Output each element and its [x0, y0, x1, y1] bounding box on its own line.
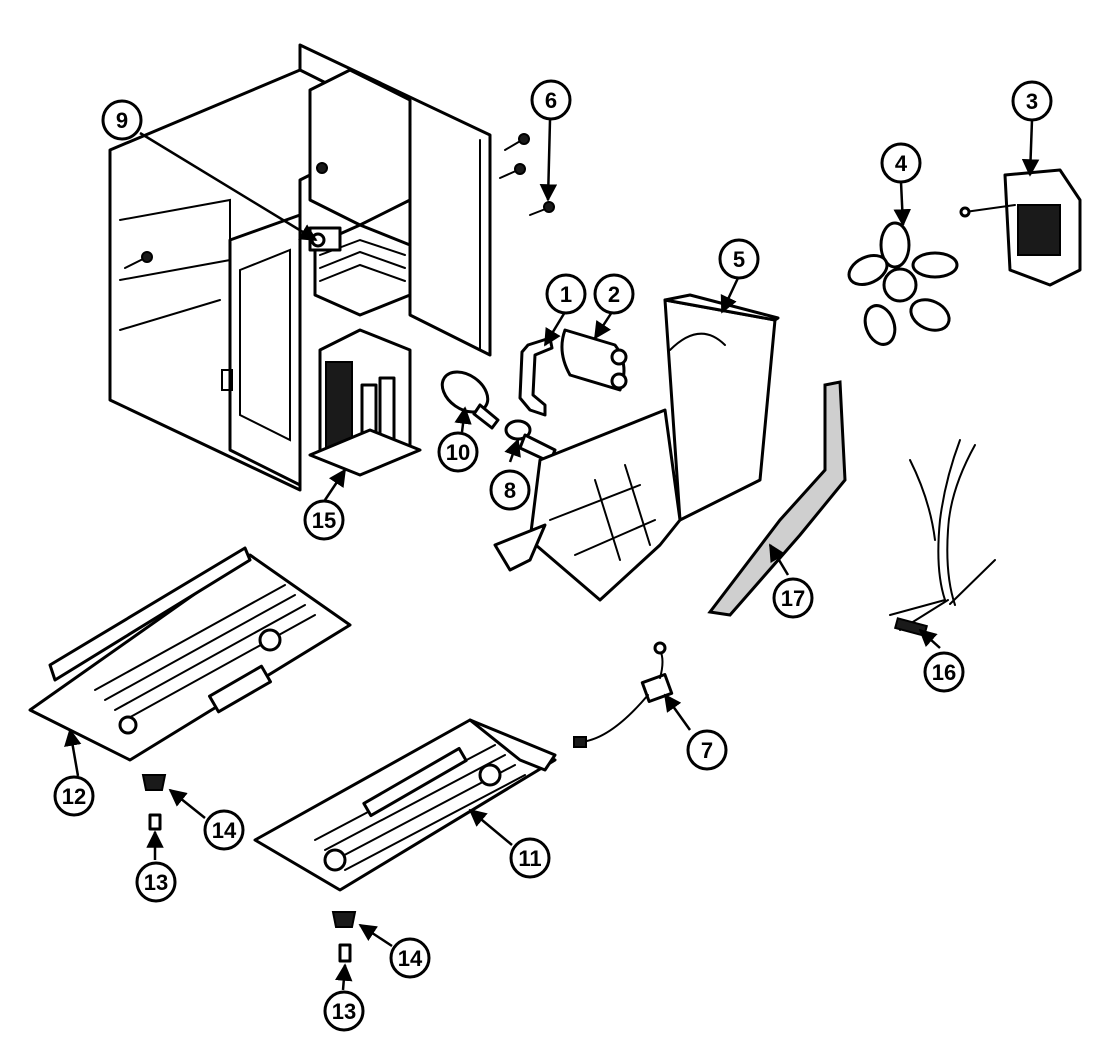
- callout-16: 16: [923, 651, 965, 693]
- callout-17-label: 17: [781, 586, 805, 611]
- callout-13-left: 13: [135, 861, 177, 903]
- callout-15-label: 15: [312, 508, 336, 533]
- callout-14-right: 14: [389, 937, 431, 979]
- callout-5-label: 5: [733, 247, 745, 272]
- callout-13-right: 13: [323, 990, 365, 1032]
- screws: [124, 133, 555, 269]
- base-plate-left: [28, 546, 352, 762]
- leader-lines: [64, 119, 1040, 991]
- callout-13-left-label: 13: [144, 870, 168, 895]
- magnetron: [308, 223, 412, 317]
- cabinet-chassis: [108, 43, 492, 492]
- callout-11-label: 11: [518, 846, 541, 871]
- air-guide-duct: [493, 293, 780, 602]
- callout-3-label: 3: [1026, 89, 1038, 114]
- callout-6-label: 6: [545, 88, 557, 113]
- callout-4-label: 4: [895, 151, 908, 176]
- thermal-cutout: [573, 641, 674, 748]
- callout-6: 6: [530, 79, 572, 121]
- callout-14-right-label: 14: [398, 946, 423, 971]
- callout-11: 11: [509, 837, 551, 879]
- base-plate-right: [253, 718, 557, 892]
- callout-4: 4: [880, 142, 922, 184]
- callout-13-right-label: 13: [332, 999, 356, 1024]
- fan-blade: [847, 221, 959, 346]
- callout-15: 15: [303, 499, 345, 541]
- callout-8: 8: [489, 469, 531, 511]
- callout-14-left-label: 14: [212, 818, 237, 843]
- callout-7-label: 7: [701, 738, 713, 763]
- callout-5: 5: [718, 238, 760, 280]
- fan-motor: [959, 168, 1082, 287]
- callout-10-label: 10: [446, 440, 470, 465]
- callout-2: 2: [593, 273, 635, 315]
- callout-3: 3: [1011, 80, 1053, 122]
- callout-9: 9: [101, 99, 143, 141]
- callout-17: 17: [772, 577, 814, 619]
- callout-14-left: 14: [203, 809, 245, 851]
- callout-8-label: 8: [504, 478, 516, 503]
- wire-harness: [889, 439, 996, 637]
- capacitor: [560, 328, 628, 392]
- capacitor-bracket: [518, 336, 554, 417]
- callout-16-label: 16: [932, 660, 956, 685]
- callout-1: 1: [545, 273, 587, 315]
- feet-and-screws: [141, 774, 357, 963]
- callout-2-label: 2: [608, 282, 620, 307]
- callout-1-label: 1: [560, 282, 572, 307]
- callout-10: 10: [437, 431, 479, 473]
- gasket-strip: [707, 380, 847, 617]
- callout-9-label: 9: [116, 108, 128, 133]
- callout-7: 7: [686, 729, 728, 771]
- callout-12: 12: [53, 775, 95, 817]
- high-voltage-transformer: [308, 328, 422, 477]
- callout-12-label: 12: [62, 784, 86, 809]
